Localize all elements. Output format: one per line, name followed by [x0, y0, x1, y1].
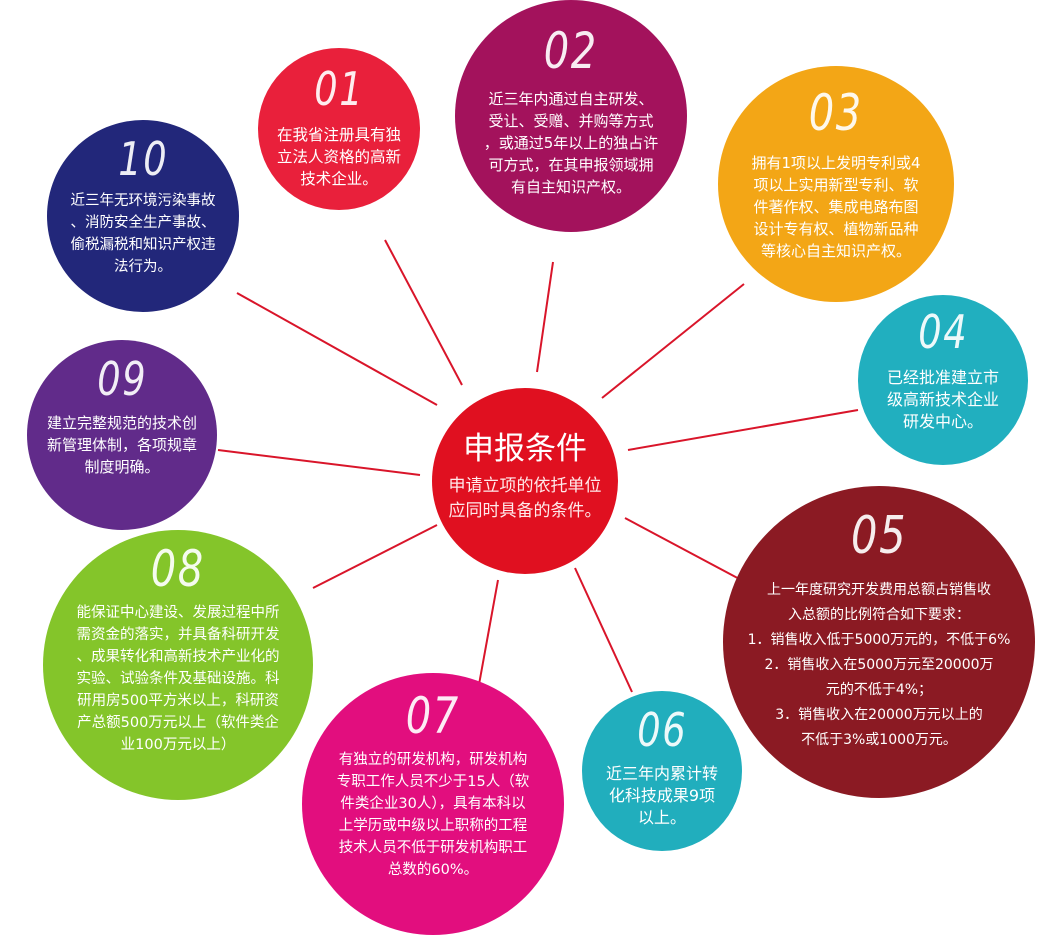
text-line: 等核心自主知识产权。 — [760, 242, 911, 260]
text-line: 上学历或中级以上职称的工程 — [338, 818, 528, 834]
connector-02 — [536, 261, 554, 373]
condition-10: 10 近三年无环境污染事故 、消防安全生产事故、 偷税漏税和知识产权违 法行为。 — [47, 120, 239, 312]
text-line: 能保证中心建设、发展过程中所 — [76, 605, 280, 621]
text-line: 需资金的落实，并具备科研开发 — [76, 627, 280, 643]
text-line: 有自主知识产权。 — [510, 178, 631, 196]
condition-05: 05 上一年度研究开发费用总额占销售收 入总额的比例符合如下要求： 1．销售收入… — [723, 486, 1035, 798]
condition-text: 已经批准建立市 级高新技术企业 研发中心。 — [887, 367, 999, 433]
condition-09: 09 建立完整规范的技术创 新管理体制，各项规章 制度明确。 — [27, 340, 217, 530]
connector-01 — [384, 239, 463, 386]
connector-03 — [601, 283, 745, 399]
condition-text: 上一年度研究开发费用总额占销售收 入总额的比例符合如下要求： 1．销售收入低于5… — [748, 578, 1011, 753]
text-line: 、成果转化和高新技术产业化的 — [76, 649, 280, 665]
condition-text: 能保证中心建设、发展过程中所 需资金的落实，并具备科研开发 、成果转化和高新技术… — [77, 602, 280, 756]
text-line: 元的不低于4%； — [825, 682, 933, 698]
connector-04 — [627, 409, 859, 451]
text-line: 技术人员不低于研发机构职工 — [338, 840, 528, 856]
condition-02: 02 近三年内通过自主研发、 受让、受赠、并购等方式 ，或通过5年以上的独占许 … — [455, 0, 687, 232]
condition-04: 04 已经批准建立市 级高新技术企业 研发中心。 — [858, 295, 1028, 465]
text-line: 技术企业。 — [300, 170, 378, 188]
condition-text: 在我省注册具有独 立法人资格的高新 技术企业。 — [277, 124, 401, 190]
condition-text: 近三年无环境污染事故 、消防安全生产事故、 偷税漏税和知识产权违 法行为。 — [71, 190, 216, 278]
text-line: 近三年无环境污染事故 — [70, 193, 216, 209]
text-line: 1．销售收入低于5000万元的，不低于6% — [747, 632, 1011, 648]
connector-07 — [477, 579, 499, 691]
condition-text: 有独立的研发机构，研发机构 专职工作人员不少于15人（软 件类企业30人），具有… — [337, 749, 529, 881]
text-line: 入总额的比例符合如下要求： — [788, 607, 970, 623]
text-line: 设计专有权、植物新品种 — [753, 220, 919, 238]
condition-text: 近三年内累计转 化科技成果9项 以上。 — [606, 763, 718, 829]
text-line: 研发中心。 — [902, 412, 983, 431]
condition-number: 01 — [313, 62, 365, 116]
condition-07: 07 有独立的研发机构，研发机构 专职工作人员不少于15人（软 件类企业30人）… — [302, 673, 564, 935]
text-line: 在我省注册具有独 — [276, 126, 401, 144]
condition-number: 02 — [543, 22, 599, 80]
center-circle: 申报条件 申请立项的依托单位 应同时具备的条件。 — [432, 388, 618, 574]
text-line: 化科技成果9项 — [608, 786, 716, 805]
condition-01: 01 在我省注册具有独 立法人资格的高新 技术企业。 — [258, 48, 420, 210]
center-subtitle-line: 应同时具备的条件。 — [448, 501, 602, 521]
text-line: 3．销售收入在20000万元以上的 — [775, 707, 983, 723]
text-line: 不低于3%或1000万元。 — [801, 732, 957, 748]
text-line: 实验、试验条件及基础设施。科 — [76, 671, 280, 687]
connector-09 — [217, 449, 421, 476]
text-line: 近三年内累计转 — [605, 764, 718, 783]
condition-number: 06 — [636, 703, 688, 757]
text-line: 以上。 — [637, 808, 686, 827]
text-line: 立法人资格的高新 — [276, 148, 401, 166]
text-line: 已经批准建立市 — [886, 368, 999, 387]
text-line: 2．销售收入在5000万元至20000万 — [764, 657, 994, 673]
text-line: ，或通过5年以上的独占许 — [483, 134, 659, 152]
condition-03: 03 拥有1项以上发明专利或4 项以上实用新型专利、软 件著作权、集成电路布图 … — [718, 66, 954, 302]
text-line: 受让、受赠、并购等方式 — [488, 112, 654, 130]
condition-number: 07 — [405, 687, 461, 745]
center-title: 申报条件 — [463, 431, 587, 467]
condition-text: 拥有1项以上发明专利或4 项以上实用新型专利、软 件著作权、集成电路布图 设计专… — [751, 152, 920, 262]
text-line: 偷税漏税和知识产权违 — [70, 237, 216, 253]
center-subtitle-line: 申请立项的依托单位 — [448, 476, 602, 496]
condition-number: 03 — [808, 84, 864, 142]
connector-10 — [236, 292, 438, 406]
text-line: 拥有1项以上发明专利或4 — [751, 154, 921, 172]
condition-number: 04 — [917, 305, 969, 359]
text-line: 制度明确。 — [84, 458, 160, 476]
condition-08: 08 能保证中心建设、发展过程中所 需资金的落实，并具备科研开发 、成果转化和高… — [43, 530, 313, 800]
text-line: 研用房500平方米以上，科研资 — [77, 693, 279, 709]
condition-number: 09 — [96, 352, 148, 406]
condition-number: 10 — [117, 132, 169, 186]
text-line: 新管理体制，各项规章 — [46, 436, 197, 454]
text-line: 上一年度研究开发费用总额占销售收 — [767, 582, 991, 598]
text-line: 件著作权、集成电路布图 — [753, 198, 919, 216]
text-line: 建立完整规范的技术创 — [46, 414, 197, 432]
text-line: 总数的60%。 — [387, 862, 479, 878]
text-line: 级高新技术企业 — [886, 390, 999, 409]
condition-06: 06 近三年内累计转 化科技成果9项 以上。 — [582, 691, 742, 851]
text-line: 法行为。 — [114, 259, 172, 275]
text-line: 近三年内通过自主研发、 — [488, 90, 654, 108]
text-line: 可方式，在其申报领域拥 — [488, 156, 654, 174]
connector-08 — [312, 524, 438, 589]
condition-number: 08 — [150, 540, 206, 598]
text-line: 有独立的研发机构，研发机构 — [338, 752, 528, 768]
text-line: 项以上实用新型专利、软 — [753, 176, 919, 194]
condition-number: 05 — [850, 506, 908, 566]
text-line: 件类企业30人），具有本科以 — [340, 796, 526, 812]
text-line: 业100万元以上） — [120, 737, 236, 753]
text-line: 、消防安全生产事故、 — [70, 215, 216, 231]
connector-06 — [574, 567, 633, 693]
text-line: 专职工作人员不少于15人（软 — [336, 774, 530, 790]
text-line: 产总额500万元以上（软件类企 — [77, 715, 279, 731]
condition-text: 近三年内通过自主研发、 受让、受赠、并购等方式 ，或通过5年以上的独占许 可方式… — [484, 88, 659, 198]
center-subtitle: 申请立项的依托单位 应同时具备的条件。 — [449, 474, 602, 524]
condition-text: 建立完整规范的技术创 新管理体制，各项规章 制度明确。 — [47, 412, 197, 478]
